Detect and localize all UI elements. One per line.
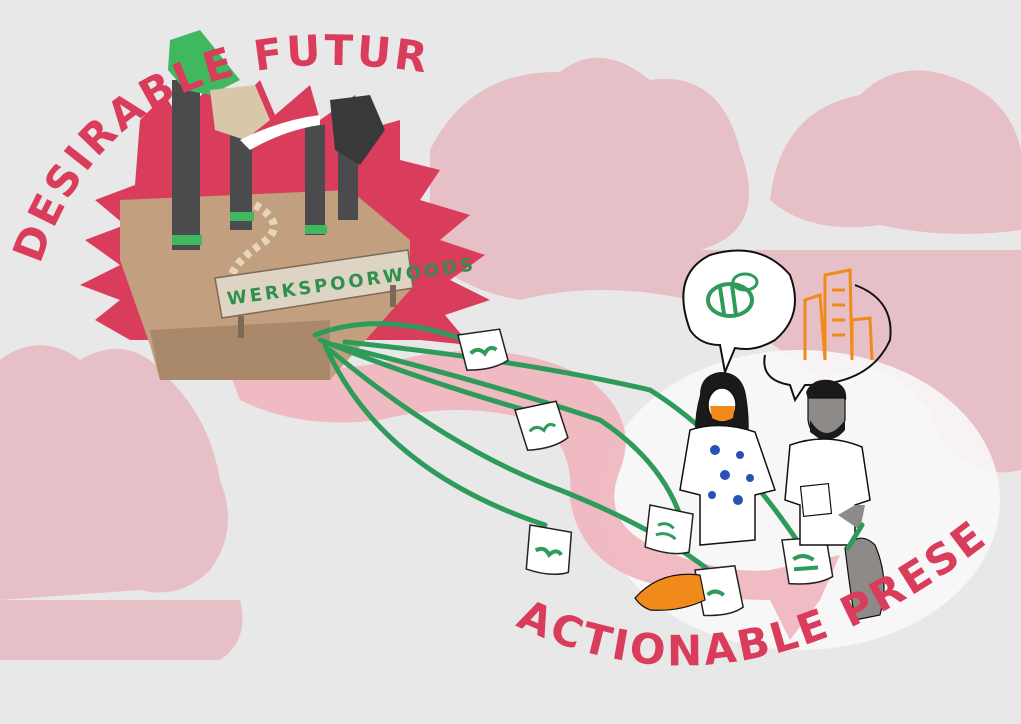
note-card-paper	[644, 504, 694, 555]
bee-stripes	[718, 284, 738, 316]
pink-ribbon	[225, 350, 840, 640]
paper-sheet	[799, 482, 833, 518]
building-3	[850, 316, 874, 361]
note-card-scribble	[528, 422, 557, 433]
pink-cloud-top-right	[770, 70, 1021, 234]
person-left-shirt	[679, 424, 776, 546]
buildings-icon	[803, 268, 874, 361]
person-right-arm	[838, 505, 865, 530]
note-card-scribble	[655, 522, 677, 541]
thought-bubble-right	[763, 284, 892, 403]
white-arch	[240, 115, 320, 150]
green-tape-1	[172, 235, 202, 245]
note-card-scribble	[792, 554, 819, 572]
thought-bubbles	[682, 249, 892, 403]
dark-tree	[330, 95, 385, 165]
orange-hand	[634, 573, 706, 611]
person-right-beard	[810, 420, 845, 440]
green-tree-canopy	[168, 30, 240, 95]
thread-4	[332, 342, 683, 518]
pink-cloud-bottom-left	[0, 600, 243, 660]
bee-icon	[706, 272, 759, 318]
pink-cloud-top-center	[430, 57, 749, 251]
sign-post-right	[390, 285, 396, 307]
thread-3	[322, 342, 548, 528]
note-card-paper	[781, 536, 834, 585]
cardboard-shadow	[150, 320, 330, 380]
note-cards	[457, 328, 834, 617]
note-card	[525, 524, 573, 576]
note-card-paper	[525, 524, 573, 576]
note-card	[514, 400, 569, 452]
thread-1	[312, 321, 468, 343]
note-card-scribble	[706, 589, 726, 597]
person-right	[784, 379, 871, 546]
shirt-dots	[708, 445, 754, 505]
note-card	[457, 328, 509, 371]
sign-post-left	[238, 316, 244, 338]
note-card-scribble	[534, 546, 563, 559]
person-left	[679, 372, 776, 546]
face-mask	[710, 406, 735, 421]
pen	[845, 522, 865, 551]
note-card	[694, 565, 744, 617]
note-card	[781, 536, 834, 585]
bee-wing	[731, 272, 759, 292]
person-right-hair	[806, 379, 847, 400]
pillar-left	[172, 80, 200, 250]
cardboard-model-photo: WERKSPOORWOODS	[120, 30, 477, 380]
wood-chips-path	[226, 201, 278, 286]
pink-cloud-left	[0, 345, 228, 600]
note-card	[644, 504, 694, 555]
note-card-scribble	[469, 345, 498, 357]
pillar-right	[305, 125, 325, 235]
green-tape-3	[305, 225, 327, 234]
green-tape-2	[230, 212, 254, 221]
gray-arm-with-pen	[844, 537, 885, 621]
sign-board	[214, 249, 414, 319]
paper-tree	[210, 85, 270, 140]
thought-bubble-left	[682, 249, 796, 376]
note-card-paper	[514, 400, 569, 452]
pillar-mid	[230, 120, 252, 230]
bee-body	[706, 282, 754, 318]
building-windows	[832, 288, 845, 337]
building-1	[803, 292, 827, 361]
building-2	[823, 268, 854, 361]
